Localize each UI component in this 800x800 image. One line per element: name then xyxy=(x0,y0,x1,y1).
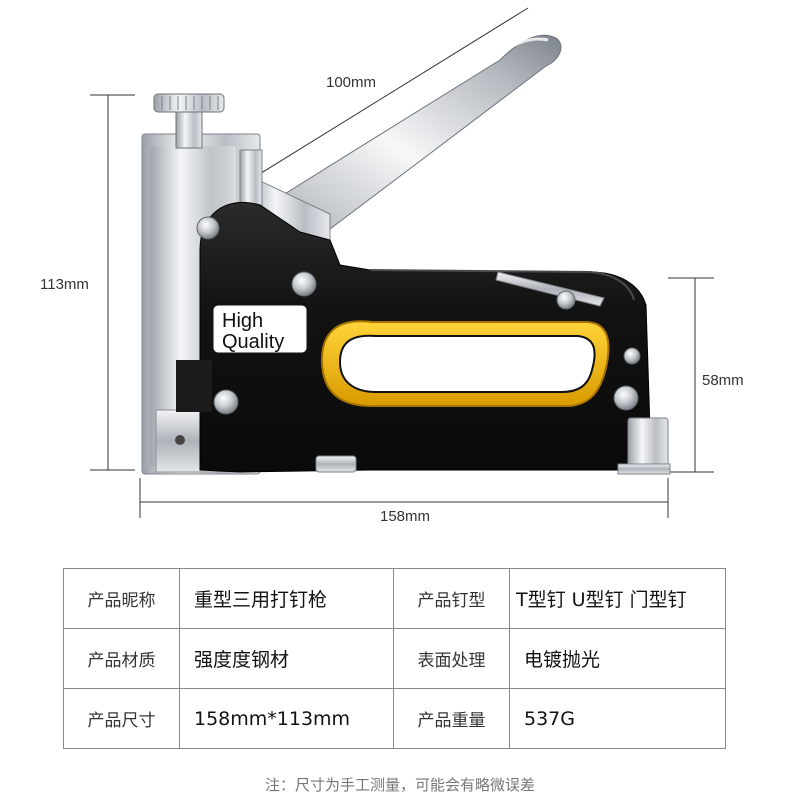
rivet xyxy=(613,385,639,411)
grip xyxy=(320,320,610,407)
spec-value: 重型三用打钉枪 xyxy=(179,568,394,629)
spec-key: 表面处理 xyxy=(393,628,510,689)
spec-key: 产品材质 xyxy=(63,628,180,689)
spec-value: 强度度钢材 xyxy=(179,628,394,689)
dimension-lines xyxy=(90,7,714,518)
table-row: 产品尺寸 158mm*113mm 产品重量 537G xyxy=(63,688,726,749)
spec-value: 537G xyxy=(509,688,726,749)
spec-value: 158mm*113mm xyxy=(179,688,394,749)
rivet xyxy=(213,389,239,415)
body-height-label: 58mm xyxy=(702,372,744,389)
spec-key: 产品钉型 xyxy=(393,568,510,629)
height-label: 113mm xyxy=(40,276,89,293)
rivet xyxy=(556,290,576,310)
badge-line2: Quality xyxy=(222,331,284,353)
quality-badge: High Quality xyxy=(210,302,310,356)
spec-key: 产品尺寸 xyxy=(63,688,180,749)
adjustment-knob xyxy=(153,93,225,149)
rear-latch xyxy=(617,417,671,475)
table-row: 产品昵称 重型三用打钉枪 产品钉型 T型钉 U型钉 门型钉 xyxy=(63,568,726,629)
product-illustration: High Quality 100mm 113mm 58mm 158mm xyxy=(40,7,744,525)
spring-rail xyxy=(495,271,605,307)
spec-key: 产品昵称 xyxy=(63,568,180,629)
spec-table: 产品昵称 重型三用打钉枪 产品钉型 T型钉 U型钉 门型钉 产品材质 强度度钢材… xyxy=(63,568,726,749)
table-row: 产品材质 强度度钢材 表面处理 电镀抛光 xyxy=(63,628,726,689)
rivet xyxy=(291,271,317,297)
rivet xyxy=(196,216,220,240)
length-label: 158mm xyxy=(380,508,431,525)
handle-length-label: 100mm xyxy=(326,74,377,91)
spec-value: T型钉 U型钉 门型钉 xyxy=(509,568,726,629)
lever-handle xyxy=(245,34,562,247)
spec-key: 产品重量 xyxy=(393,688,510,749)
badge-line1: High xyxy=(222,310,263,332)
bottom-plate xyxy=(315,455,357,473)
spec-value: 电镀抛光 xyxy=(509,628,726,689)
rivet xyxy=(623,347,641,365)
staple-gun-drawing: High Quality xyxy=(90,7,714,518)
measurement-note: 注：尺寸为手工测量，可能会有略微误差 xyxy=(264,776,535,794)
lever-line xyxy=(249,7,529,181)
rivets xyxy=(196,216,641,415)
